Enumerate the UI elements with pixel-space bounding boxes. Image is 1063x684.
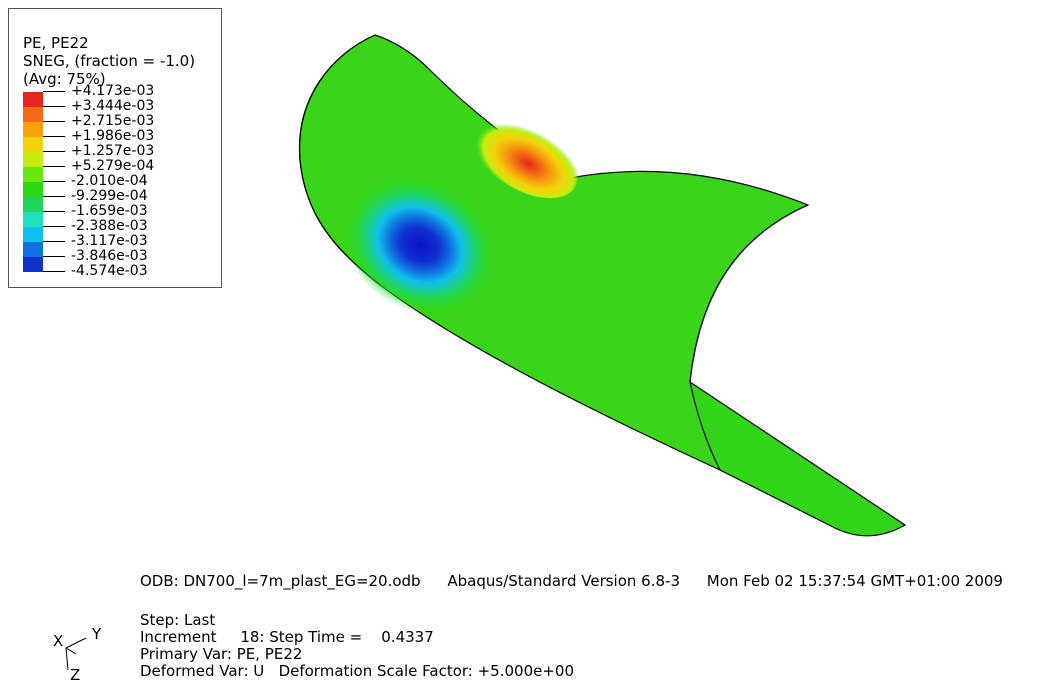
legend-swatch bbox=[23, 92, 43, 107]
odb-filename: ODB: DN700_l=7m_plast_EG=20.odb bbox=[140, 572, 421, 590]
deformed-var-label: Deformed Var: U Deformation Scale Factor… bbox=[140, 662, 575, 680]
legend-value: +1.257e-03 bbox=[43, 144, 154, 159]
legend-swatch bbox=[23, 242, 43, 257]
odb-info-line: ODB: DN700_l=7m_plast_EG=20.odb Abaqus/S… bbox=[140, 573, 1025, 590]
compression-hotspot bbox=[343, 175, 497, 315]
pipe-left-edge bbox=[298, 34, 381, 286]
legend-swatch bbox=[23, 167, 43, 182]
pipe-end-edge bbox=[689, 204, 809, 383]
legend-swatch bbox=[23, 152, 43, 167]
triad-y-label: Y bbox=[92, 625, 102, 643]
legend-value: -1.659e-03 bbox=[43, 204, 154, 219]
legend-swatch bbox=[23, 182, 43, 197]
run-date: Mon Feb 02 15:37:54 GMT+01:00 2009 bbox=[706, 572, 1003, 590]
increment-label: Increment 18: Step Time = 0.4337 bbox=[140, 628, 434, 646]
legend-value: +5.279e-04 bbox=[43, 159, 154, 174]
deformed-pipe-model bbox=[298, 34, 907, 537]
legend-value: +3.444e-03 bbox=[43, 99, 154, 114]
legend-swatch bbox=[23, 257, 43, 272]
legend-value: -3.117e-03 bbox=[43, 234, 154, 249]
legend-labels: +4.173e-03+3.444e-03+2.715e-03+1.986e-03… bbox=[43, 84, 154, 279]
legend-swatch bbox=[23, 137, 43, 152]
pipe-inner-flap bbox=[689, 380, 907, 537]
legend-value: +4.173e-03 bbox=[43, 84, 154, 99]
legend-averaging: (Avg: 75%) bbox=[23, 70, 106, 88]
legend-value: +1.986e-03 bbox=[43, 129, 154, 144]
legend-value: -9.299e-04 bbox=[43, 189, 154, 204]
legend-swatch bbox=[23, 227, 43, 242]
triad-lines-icon bbox=[65, 637, 87, 671]
legend-title: PE, PE22 bbox=[23, 34, 89, 52]
legend-value: -4.574e-03 bbox=[43, 264, 154, 279]
primary-var-label: Primary Var: PE, PE22 bbox=[140, 645, 303, 663]
legend-value: -2.388e-03 bbox=[43, 219, 154, 234]
triad-z-label: Z bbox=[70, 666, 81, 684]
legend-swatch bbox=[23, 107, 43, 122]
legend-value: -3.846e-03 bbox=[43, 249, 154, 264]
legend-swatch bbox=[23, 212, 43, 227]
step-label: Step: Last bbox=[140, 611, 216, 629]
legend-value: +2.715e-03 bbox=[43, 114, 154, 129]
step-info: Step: Last Increment 18: Step Time = 0.4… bbox=[140, 612, 574, 680]
legend-swatch bbox=[23, 197, 43, 212]
legend-value: -2.010e-04 bbox=[43, 174, 154, 189]
triad-x-label: X bbox=[53, 632, 64, 650]
contour-legend: PE, PE22 SNEG, (fraction = -1.0) (Avg: 7… bbox=[8, 8, 222, 288]
legend-subtitle: SNEG, (fraction = -1.0) bbox=[23, 52, 196, 70]
legend-swatch bbox=[23, 122, 43, 137]
legend-color-bar bbox=[23, 92, 43, 272]
axis-triad: X Y Z bbox=[40, 620, 120, 684]
abaqus-version: Abaqus/Standard Version 6.8-3 bbox=[447, 572, 680, 590]
tension-hotspot bbox=[472, 117, 578, 199]
